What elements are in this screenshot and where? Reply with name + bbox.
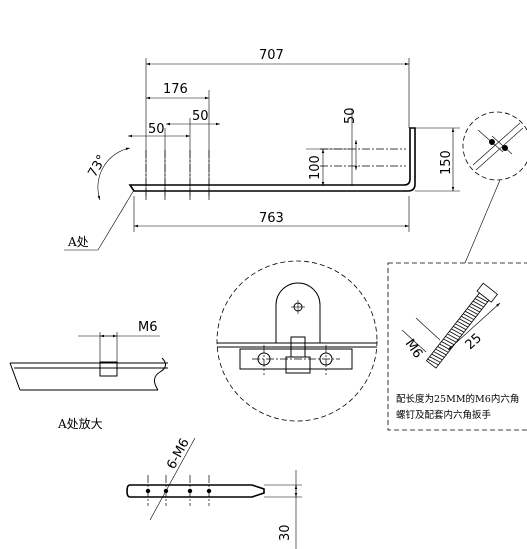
thread-line [437,346,449,353]
dim-50b: 50 [192,109,209,124]
dim-150: 150 [439,150,454,175]
angle-arc [97,147,131,201]
dim-100: 100 [308,155,323,180]
dim-25-line [447,302,501,351]
bracket-outline [128,127,416,192]
detail-leader [464,179,501,264]
detail-a-leader [97,189,135,251]
main-elevation-view: 707 176 50 50 50 100 150 [64,48,460,251]
dim-angle: 73° [85,153,110,180]
dim-176: 176 [163,82,188,97]
detail-circle-large [216,260,378,422]
dim-50c: 50 [343,107,358,124]
dim-50a: 50 [148,122,165,137]
thread-line [427,358,439,366]
dim-763: 763 [259,211,284,226]
thread-line [429,356,441,363]
thread-line [433,351,445,358]
detail-a-label: A处 [67,235,89,249]
bottom-plan-view: 6-M6 30 [126,436,302,549]
thread-line [431,353,443,361]
hole-spec-leader [149,437,196,521]
detail-a-enlarged: M6 A处放大 [9,320,168,431]
detail-a-enlarged-title: A处放大 [57,416,103,431]
hole-spec: 6-M6 [164,436,192,472]
dim-m6-a: M6 [138,320,158,335]
screw-threads [425,282,498,369]
screw-detail-box: M6 25 配长度为25MM的M6内六角 螺钉及配套内六角扳手 [387,262,527,431]
dim-m6: M6 [402,337,425,362]
note-line1: 配长度为25MM的M6内六角 [396,393,519,405]
dim-30: 30 [278,524,293,541]
thread-line [435,348,447,356]
note-line2: 螺钉及配套内六角扳手 [396,409,492,421]
dim-707: 707 [259,48,284,63]
detail-circle-small [462,111,527,264]
thread-line [476,295,488,303]
